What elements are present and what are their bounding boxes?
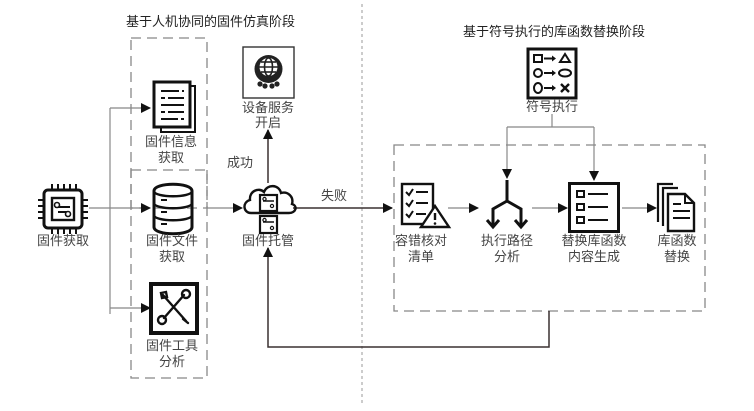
node-fault-checklist[interactable]: 容错核对 清单 xyxy=(395,182,452,265)
node-label-line1: 库函数 xyxy=(657,233,696,249)
node-label-line2: 分析 xyxy=(159,355,185,370)
node-firmware-info[interactable]: 固件信息 获取 xyxy=(145,80,197,166)
node-firmware-acquire[interactable]: 固件获取 xyxy=(37,184,89,249)
node-symbolic-exec[interactable]: 符号执行 xyxy=(526,47,578,115)
document-list-icon xyxy=(152,80,196,133)
node-firmware-host[interactable]: 固件托管 xyxy=(242,184,297,249)
node-label-line1: 容错核对 xyxy=(395,233,447,249)
node-label-line2: 清单 xyxy=(408,250,434,265)
node-path-analysis[interactable]: 执行路径 分析 xyxy=(481,180,533,265)
node-label-line1: 执行路径 xyxy=(481,233,533,249)
node-lib-replace[interactable]: 库函数 替换 xyxy=(656,182,697,265)
node-label: 固件托管 xyxy=(242,234,294,249)
globe-service-icon xyxy=(242,46,295,99)
documents-stack-icon xyxy=(656,182,696,233)
node-label: 符号执行 xyxy=(526,99,578,115)
branch-arrows-icon xyxy=(485,180,529,230)
emulation-group-box xyxy=(130,37,208,209)
emulation-group-box-lower xyxy=(130,169,208,379)
node-label-line2: 获取 xyxy=(158,151,184,166)
chip-icon xyxy=(38,184,88,234)
stage-title-emulation: 基于人机协同的固件仿真阶段 xyxy=(126,14,295,30)
checklist-warning-icon xyxy=(400,182,452,229)
node-firmware-file[interactable]: 固件文件 获取 xyxy=(146,182,198,265)
database-icon xyxy=(152,182,194,236)
edge-label-success: 成功 xyxy=(227,156,253,171)
edge-feedback-loop xyxy=(263,247,550,348)
node-label-line2: 获取 xyxy=(159,250,185,265)
node-replacement-gen[interactable]: 替换库函数 内容生成 xyxy=(561,182,627,266)
node-label-line2: 替换 xyxy=(664,250,690,265)
node-label-line1: 设备服务 xyxy=(242,100,294,116)
node-label-line1: 替换库函数 xyxy=(561,233,626,249)
form-list-icon xyxy=(568,182,620,233)
node-firmware-tool[interactable]: 固件工具 分析 xyxy=(146,282,199,370)
node-label-line1: 固件工具 xyxy=(146,339,198,354)
edge-label-failure: 失败 xyxy=(321,189,347,204)
symbol-mapping-icon xyxy=(526,47,578,100)
edge-symbolic-split xyxy=(507,114,594,128)
node-label: 固件获取 xyxy=(37,234,89,249)
node-label-line1: 固件文件 xyxy=(146,234,198,249)
node-label-line2: 内容生成 xyxy=(568,249,620,265)
node-label-line2: 分析 xyxy=(494,250,520,265)
stage-title-replacement: 基于符号执行的库函数替换阶段 xyxy=(463,24,645,40)
cloud-chip-icon xyxy=(243,184,297,235)
node-label-line2: 开启 xyxy=(255,116,281,131)
tools-icon xyxy=(149,282,199,335)
node-device-service[interactable]: 设备服务 开启 xyxy=(242,46,295,131)
node-label-line1: 固件信息 xyxy=(145,134,197,150)
